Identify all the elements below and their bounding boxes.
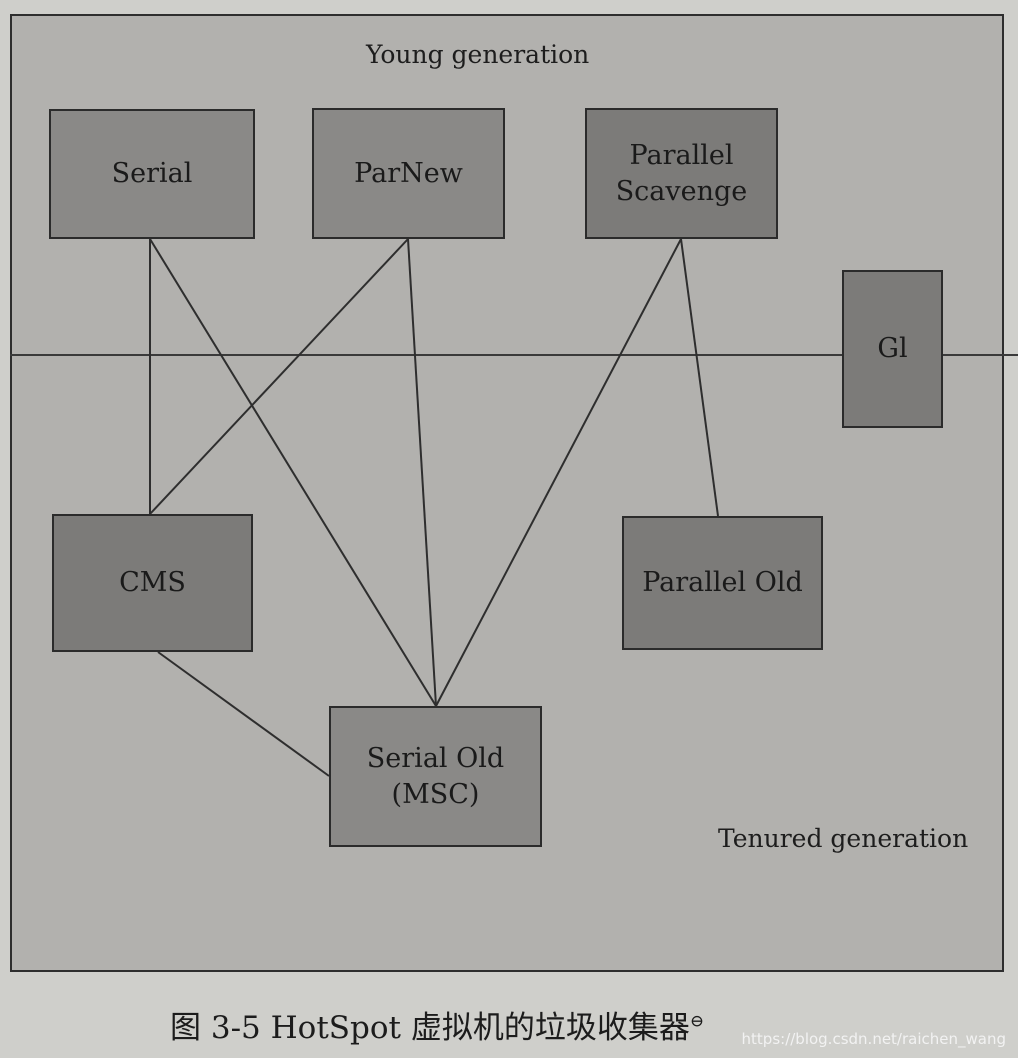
node-parnew: ParNew — [312, 108, 505, 239]
watermark-url: https://blog.csdn.net/raichen_wang — [741, 1030, 1006, 1048]
generation-divider — [10, 354, 1018, 356]
node-parallel-scavenge: Parallel Scavenge — [585, 108, 778, 239]
edge-serial-to-serial-old — [149, 238, 437, 707]
edge-parnew-to-serial-old — [407, 238, 437, 707]
tenured-generation-label: Tenured generation — [718, 824, 969, 853]
edge-parallel-scavenge-to-parallel-old — [680, 238, 719, 517]
edge-parallel-scavenge-to-serial-old — [435, 238, 682, 707]
figure-caption: 图 3-5 HotSpot 虚拟机的垃圾收集器⊖ — [170, 1002, 704, 1047]
edge-parnew-to-cms — [149, 238, 409, 515]
node-parallel-old: Parallel Old — [622, 516, 823, 650]
caption-mark: ⊖ — [689, 1011, 705, 1032]
caption-text: 图 3-5 HotSpot 虚拟机的垃圾收集器 — [170, 1010, 690, 1046]
node-serial-old: Serial Old (MSC) — [329, 706, 542, 847]
node-serial: Serial — [49, 109, 255, 239]
edge-cms-to-serial-old — [157, 651, 330, 777]
node-cms: CMS — [52, 514, 253, 652]
young-generation-label: Young generation — [366, 40, 590, 69]
node-g1: Gl — [842, 270, 943, 428]
